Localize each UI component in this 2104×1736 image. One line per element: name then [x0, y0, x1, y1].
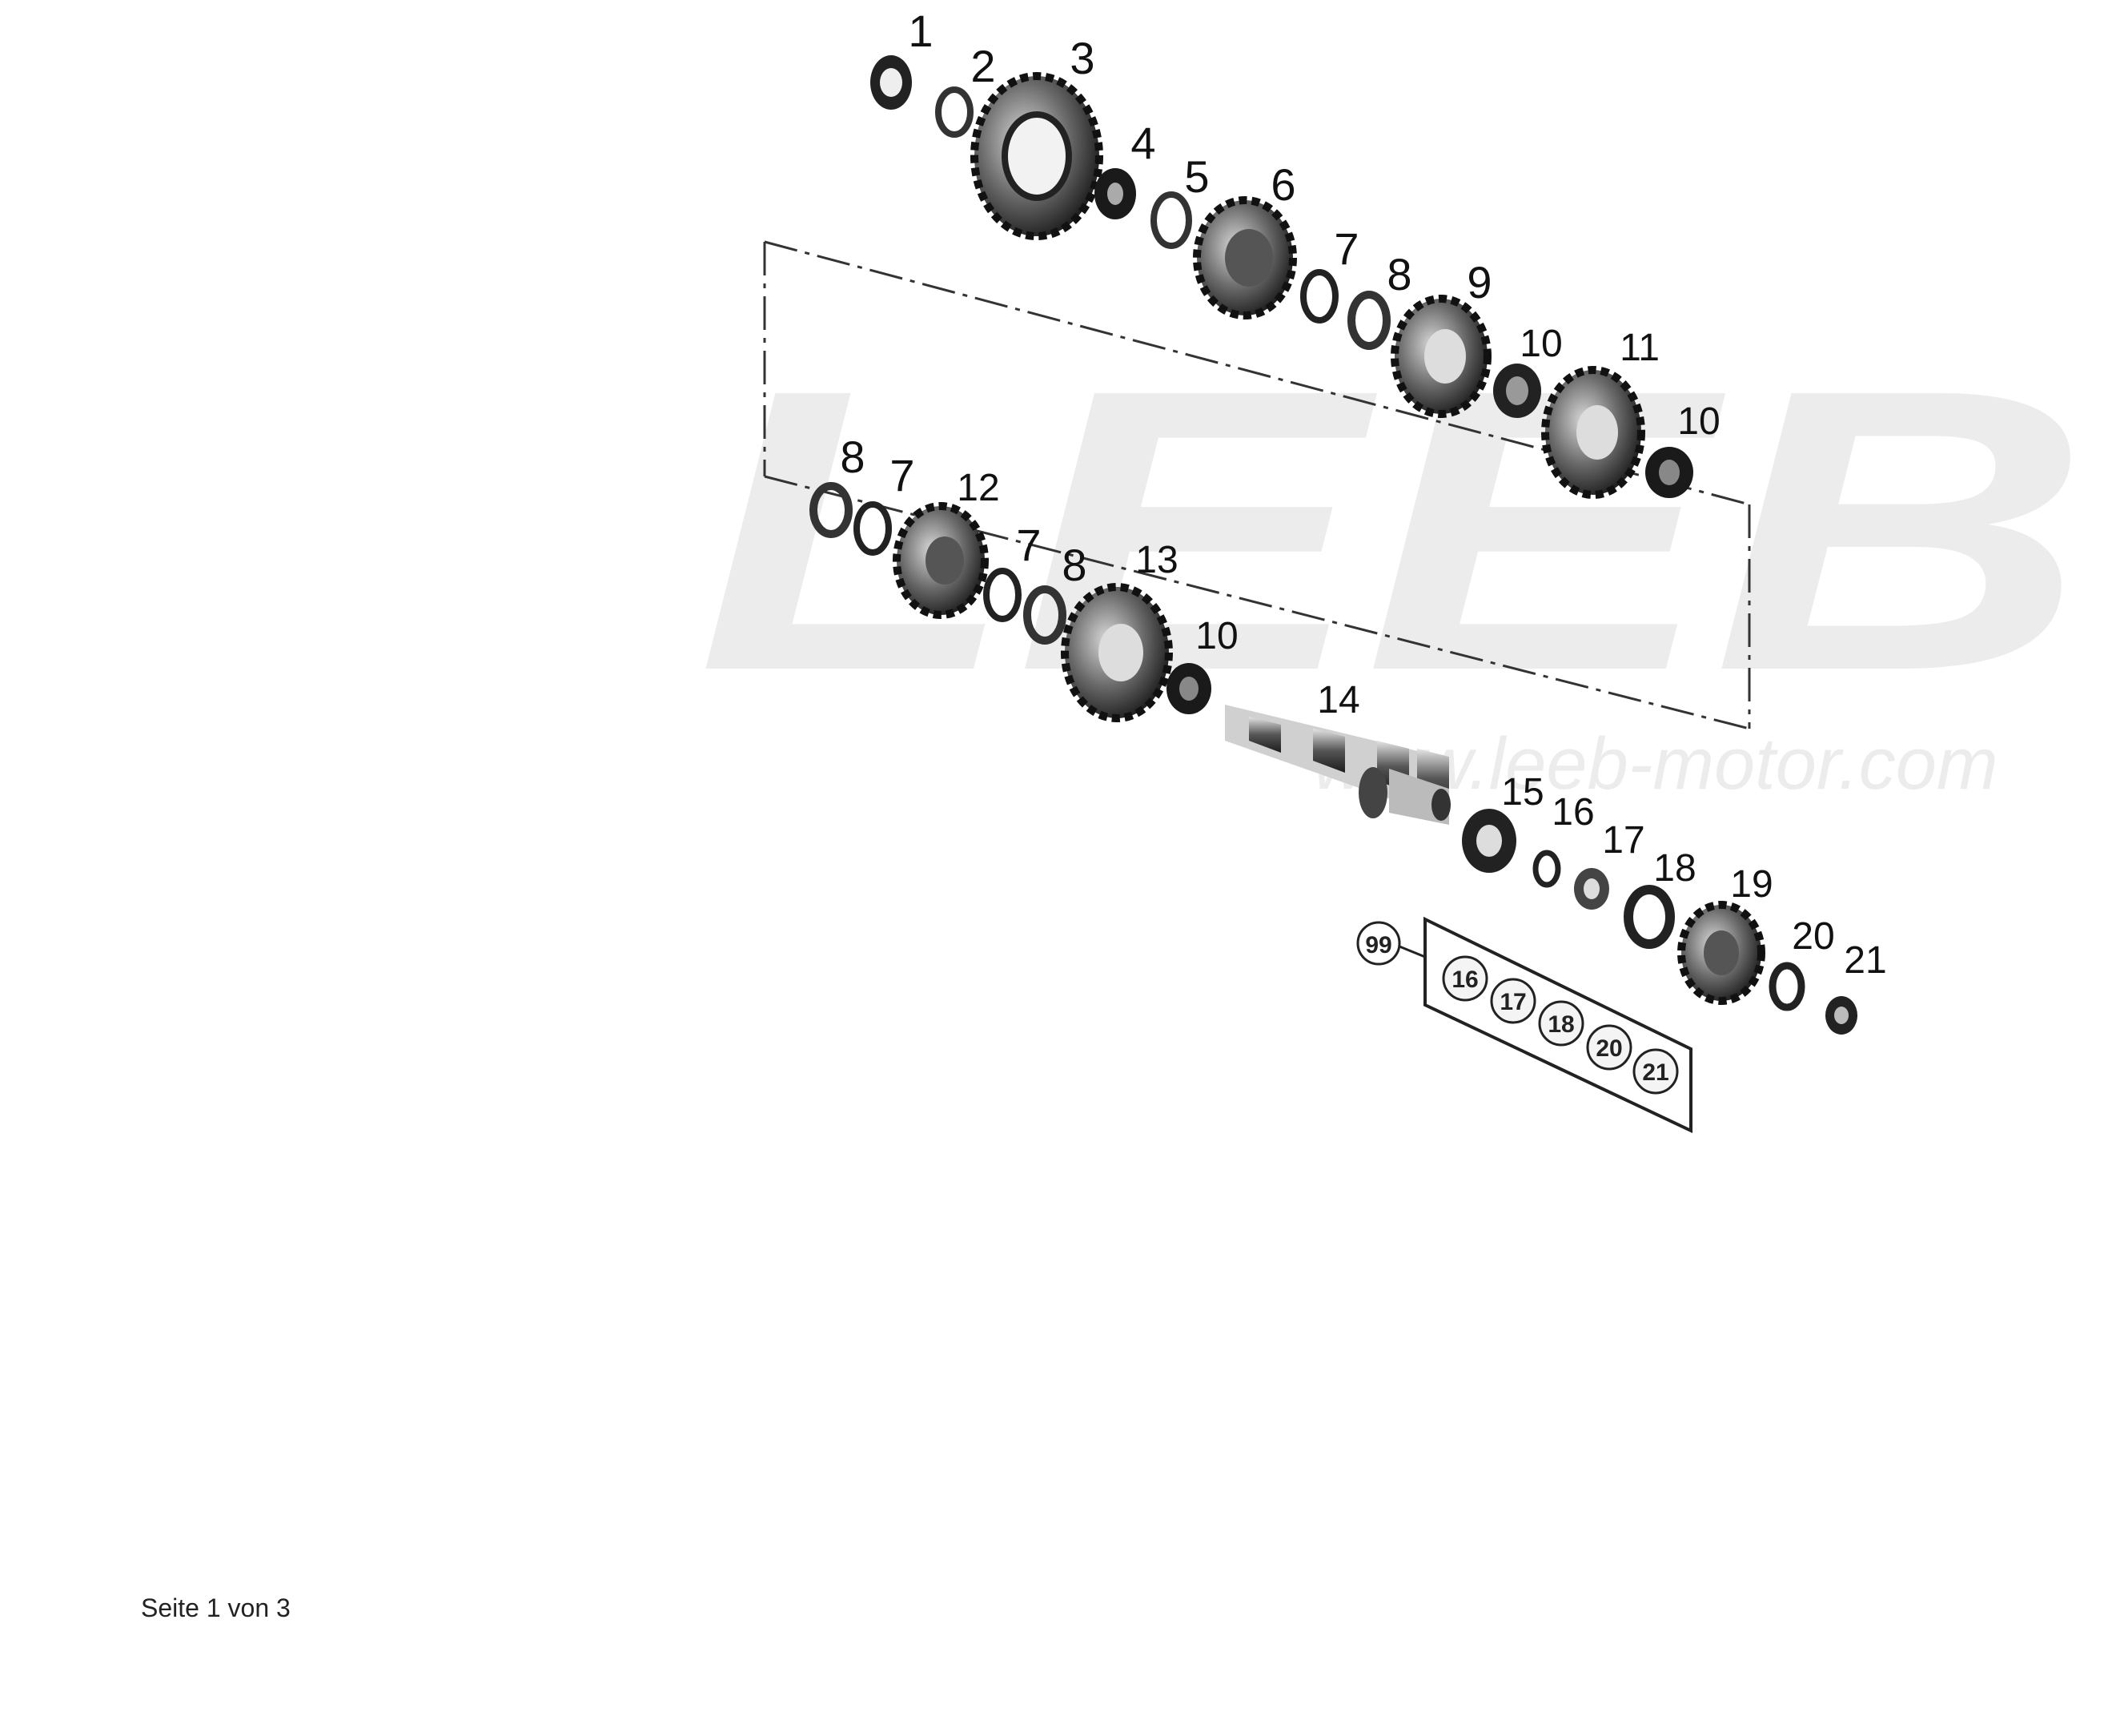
- part-gear-13: [1061, 583, 1173, 722]
- assembly-frame-dashed: [763, 240, 1751, 730]
- callout-10: 10: [1520, 323, 1562, 365]
- part-washer-7b: [853, 501, 892, 556]
- kit-item-17: 17: [1500, 989, 1526, 1015]
- part-gear-9: [1391, 295, 1492, 418]
- callout-7b: 7: [889, 450, 914, 500]
- part-gear-11: [1541, 366, 1645, 499]
- callout-14: 14: [1317, 679, 1359, 721]
- kit-item-20: 20: [1596, 1035, 1622, 1062]
- part-sprocket-19: [1677, 901, 1765, 1005]
- part-needle-bearing-10c: [1166, 663, 1211, 714]
- callout-18: 18: [1653, 847, 1696, 890]
- part-circlip-8b: [809, 482, 853, 538]
- callout-10c: 10: [1195, 615, 1238, 657]
- callout-4: 4: [1130, 118, 1155, 168]
- callout-21: 21: [1844, 939, 1886, 982]
- kit-99-group: 99 16 17 18 20 21: [1356, 916, 1692, 1134]
- part-bearing-1: [870, 55, 912, 110]
- callout-12: 12: [957, 467, 999, 509]
- callout-6: 6: [1271, 159, 1295, 210]
- callout-7c: 7: [1016, 520, 1041, 570]
- callout-8b: 8: [840, 432, 865, 482]
- callout-10b: 10: [1677, 400, 1720, 443]
- callout-17: 17: [1602, 819, 1644, 862]
- callout-19: 19: [1730, 863, 1773, 906]
- part-circlip-8: [1347, 291, 1391, 350]
- callouts: 1 2 3 4 5 6 7 8 9 10 11 10 8 7 12 7 8 13…: [840, 6, 1886, 982]
- part-nut-17: [1574, 868, 1609, 910]
- callout-8: 8: [1387, 249, 1411, 299]
- part-washer-2: [935, 86, 974, 138]
- part-needle-bearing-10b: [1645, 447, 1693, 498]
- callout-20: 20: [1792, 915, 1834, 958]
- part-washer-5: [1150, 191, 1192, 249]
- part-circlip-8c: [1023, 585, 1066, 645]
- callout-2: 2: [970, 41, 995, 91]
- part-washer-16: [1532, 850, 1561, 888]
- part-washer-7c: [983, 568, 1022, 622]
- kit-item-18: 18: [1548, 1011, 1574, 1038]
- part-needle-bearing-4: [1094, 168, 1136, 219]
- part-needle-bearing-10: [1493, 364, 1541, 418]
- page-footer: Seite 1 von 3: [141, 1593, 291, 1622]
- callout-9: 9: [1467, 257, 1492, 307]
- part-nut-21: [1825, 996, 1857, 1035]
- callout-13: 13: [1135, 539, 1178, 581]
- kit-item-16: 16: [1452, 966, 1478, 993]
- callout-3: 3: [1070, 33, 1094, 83]
- part-gear-6: [1193, 196, 1297, 319]
- kit-number: 99: [1365, 932, 1391, 958]
- part-gear-12: [893, 502, 989, 619]
- part-washer-20: [1769, 962, 1805, 1011]
- callout-8c: 8: [1062, 540, 1086, 590]
- callout-7: 7: [1334, 223, 1359, 274]
- callout-15: 15: [1501, 771, 1544, 814]
- part-washer-7: [1300, 269, 1339, 323]
- callout-16: 16: [1552, 791, 1594, 834]
- callout-11: 11: [1620, 327, 1660, 369]
- part-gear-3: [970, 72, 1103, 240]
- part-bearing-15: [1462, 809, 1516, 873]
- part-seal-18: [1624, 885, 1675, 949]
- callout-1: 1: [908, 6, 933, 56]
- part-shaft-14: [1225, 705, 1451, 825]
- kit-item-21: 21: [1642, 1059, 1668, 1086]
- kit-number-circle: [1356, 921, 1401, 966]
- callout-5: 5: [1184, 151, 1209, 202]
